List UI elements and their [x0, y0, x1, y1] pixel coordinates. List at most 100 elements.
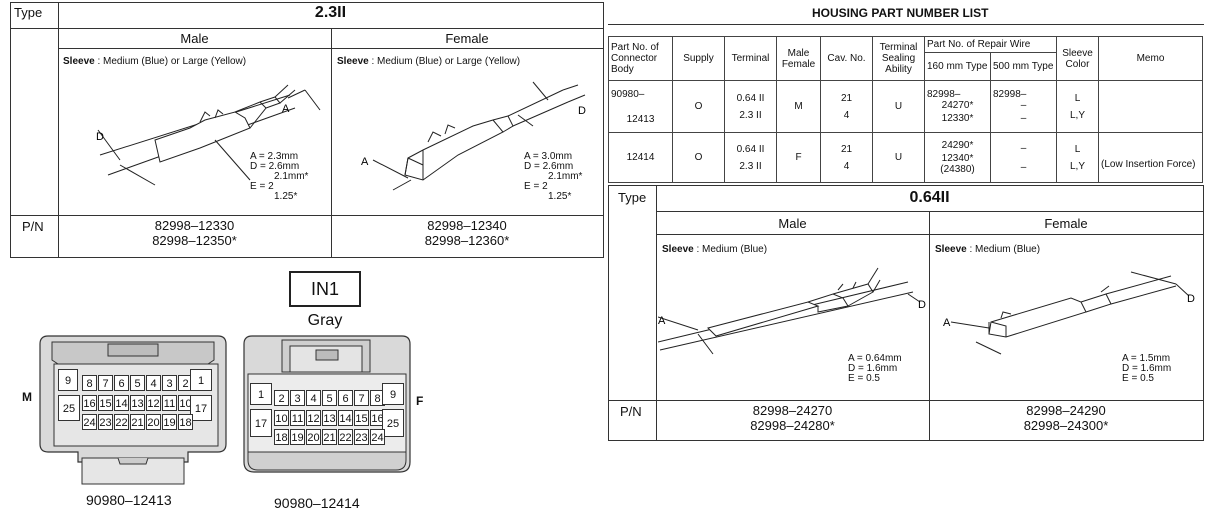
male-sleeve-note: Sleeve : Medium (Blue) or Large (Yellow)	[63, 56, 246, 67]
repair-value: (24380)	[940, 164, 975, 175]
female-sleeve-note: Sleeve : Medium (Blue) or Large (Yellow)	[337, 56, 520, 67]
cav-value: 4	[843, 160, 850, 172]
pin-cell: 6	[338, 390, 353, 406]
pin-cell: 11	[290, 410, 305, 426]
header-sleeve-color: Sleeve Color	[1056, 36, 1099, 81]
female-dimensions: A = 3.0mm D = 2.6mm 2.1mm* E = 2 1.25*	[524, 152, 582, 202]
sleeve-value: L,Y	[1069, 160, 1085, 172]
sleeve-key: Sleeve	[63, 56, 95, 67]
cav-value: 21	[840, 143, 853, 155]
part-number: 82998–12340	[427, 218, 507, 233]
pin-cell: 3	[290, 390, 305, 406]
type-label: Type	[618, 190, 647, 205]
female-side-label: F	[416, 394, 424, 408]
pin-cell: 24	[82, 414, 97, 430]
male-header: Male	[778, 216, 807, 231]
repair-160-cell: 82998–24270*12330*	[924, 80, 991, 133]
male-terminal-2-3-drawing: A D	[96, 84, 321, 186]
male-sleeve-note: Sleeve : Medium (Blue)	[662, 244, 767, 255]
repair-value: –	[1020, 100, 1027, 111]
sleeve-cell: L L,Y	[1056, 80, 1099, 133]
pin-cell: 16	[82, 395, 97, 411]
dim-line: E = 2	[524, 181, 548, 192]
female-header: Female	[445, 31, 489, 46]
repair-value: –	[1020, 161, 1027, 173]
male-side-label: M	[22, 390, 32, 404]
male-header: Male	[180, 31, 209, 46]
pin-cell: 1	[190, 369, 212, 391]
header-cav-no: Cav. No.	[820, 36, 873, 81]
sleeve-key: Sleeve	[337, 56, 369, 67]
dim-line: D = 1.6mm	[1122, 363, 1172, 374]
part-cell: 12414	[608, 132, 673, 183]
sealing-cell: U	[872, 132, 925, 183]
repair-value: 24290*	[941, 140, 974, 151]
part-number: 82998–12360*	[424, 233, 510, 248]
pin-cell: 11	[162, 395, 177, 411]
repair-value: 12340*	[941, 153, 974, 164]
repair-value: 82998–	[993, 89, 1027, 100]
supply-cell: O	[672, 132, 725, 183]
header-male-female: Male Female	[776, 36, 821, 81]
cav-value: 4	[843, 109, 850, 121]
supply-cell: O	[672, 80, 725, 133]
male-dimensions: A = 2.3mm D = 2.6mm 2.1mm* E = 2 1.25*	[250, 152, 308, 202]
dim-line: A = 0.64mm	[848, 353, 902, 364]
dim-label-d: D	[918, 299, 926, 311]
repair-value: –	[1020, 142, 1027, 154]
sleeve-value: L	[1074, 143, 1081, 155]
pin-cell: 13	[130, 395, 145, 411]
type-label: Type	[14, 5, 43, 20]
header-memo: Memo	[1098, 36, 1203, 81]
part-number: 82998–24280*	[750, 418, 835, 433]
female-dimensions: A = 1.5mm D = 1.6mm E = 0.5	[1122, 354, 1171, 384]
pin-cell: 20	[146, 414, 161, 430]
dim-line: A = 2.3mm	[250, 151, 299, 162]
sleeve-value: L	[1074, 92, 1081, 104]
dim-line: E = 2	[250, 181, 274, 192]
dim-label-d: D	[1187, 293, 1195, 305]
pin-cell: 9	[382, 383, 404, 405]
repair-value: 24270*	[941, 100, 974, 111]
pin-cell: 4	[306, 390, 321, 406]
male-part-number: 90980–12413	[86, 492, 172, 508]
terminal-value: 0.64 II	[736, 143, 765, 155]
sleeve-value: : Medium (Blue) or Large (Yellow)	[368, 56, 521, 67]
sleeve-key: Sleeve	[935, 244, 967, 255]
sleeve-cell: L L,Y	[1056, 132, 1099, 183]
dim-line: 2.1mm*	[274, 171, 309, 182]
male-dimensions: A = 0.64mm D = 1.6mm E = 0.5	[848, 354, 902, 384]
pin-cell: 22	[114, 414, 129, 430]
connector-code: IN1	[289, 271, 361, 307]
pin-cell: 24	[370, 429, 385, 445]
pin-cell: 17	[190, 395, 212, 421]
pin-cell: 12	[146, 395, 161, 411]
dim-line: D = 1.6mm	[848, 363, 898, 374]
sleeve-value: : Medium (Blue) or Large (Yellow)	[94, 56, 247, 67]
repair-value: –	[1020, 113, 1027, 124]
dim-label-d: D	[578, 105, 586, 117]
dim-line: A = 1.5mm	[1122, 353, 1171, 364]
male-part-numbers: 82998–24270 82998–24280*	[656, 403, 929, 433]
memo-cell	[1098, 80, 1203, 133]
female-sleeve-note: Sleeve : Medium (Blue)	[935, 244, 1040, 255]
connector-color: Gray	[307, 312, 343, 329]
header-160mm: 160 mm Type	[924, 52, 991, 81]
pin-cell: 7	[354, 390, 369, 406]
pin-cell: 14	[114, 395, 129, 411]
pin-cell: 7	[98, 375, 113, 391]
part-cell: 90980–12413	[608, 80, 673, 133]
pin-cell: 3	[162, 375, 177, 391]
repair-500-cell: 82998–––	[990, 80, 1057, 133]
pin-cell: 25	[382, 409, 404, 437]
male-female-cell: M	[776, 80, 821, 133]
part-prefix: 90980–	[611, 88, 645, 100]
pin-cell: 21	[130, 414, 145, 430]
pin-cell: 25	[58, 395, 80, 421]
repair-value: 12330*	[941, 113, 974, 124]
pin-cell: 19	[162, 414, 177, 430]
terminal-value: 0.64 II	[736, 92, 765, 104]
sleeve-value: L,Y	[1069, 109, 1085, 121]
pin-cell: 9	[58, 369, 78, 391]
